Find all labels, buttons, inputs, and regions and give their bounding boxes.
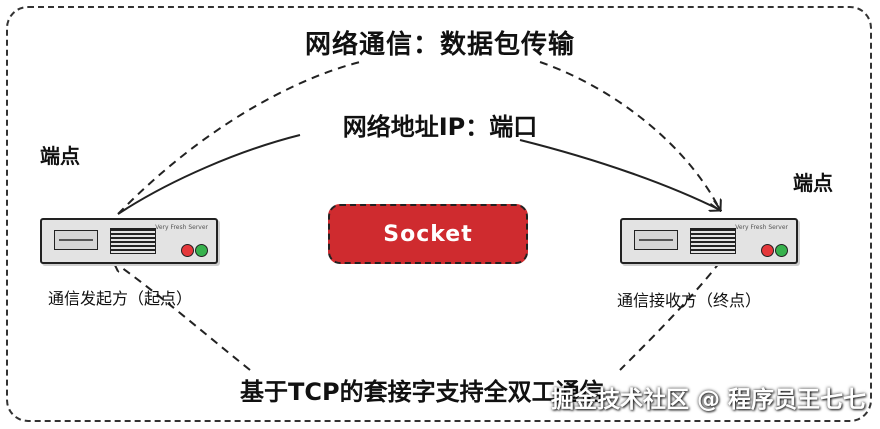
top-dashed-arrow-right	[539, 61, 720, 210]
middle-solid-arrow-right	[519, 139, 720, 210]
led-green	[775, 244, 788, 257]
title-bottom: 基于TCP的套接字支持全双工通信	[240, 378, 604, 406]
socket-label: Socket	[383, 221, 473, 247]
bottom-dashed-arrow-left	[114, 262, 251, 371]
led-red	[761, 244, 774, 257]
endpoint-label-left: 端点	[40, 144, 80, 168]
diagram-frame	[6, 6, 872, 422]
led-red	[181, 244, 194, 257]
title-top: 网络通信：数据包传输	[304, 30, 575, 60]
socket-box: Socket	[328, 204, 528, 264]
endpoint-label-right: 端点	[793, 171, 833, 195]
server-brand: Very Fresh Server	[735, 224, 788, 231]
top-dashed-arrow	[117, 61, 361, 215]
watermark: 掘金技术社区 @ 程序员王七七	[550, 387, 866, 413]
middle-solid-arrow-left	[117, 134, 301, 215]
drive-bay	[634, 230, 678, 250]
server-brand: Very Fresh Server	[155, 224, 208, 231]
sender-server-icon: Very Fresh Server	[40, 218, 218, 264]
receiver-server-icon: Very Fresh Server	[620, 218, 798, 264]
title-middle: 网络地址IP：端口	[342, 113, 538, 141]
vent-grille	[110, 228, 156, 254]
sender-label: 通信发起方（起点）	[48, 289, 193, 308]
drive-bay	[54, 230, 98, 250]
vent-grille	[690, 228, 736, 254]
receiver-label: 通信接收方（终点）	[617, 291, 762, 310]
led-green	[195, 244, 208, 257]
bottom-dashed-arrow-right	[619, 261, 721, 371]
